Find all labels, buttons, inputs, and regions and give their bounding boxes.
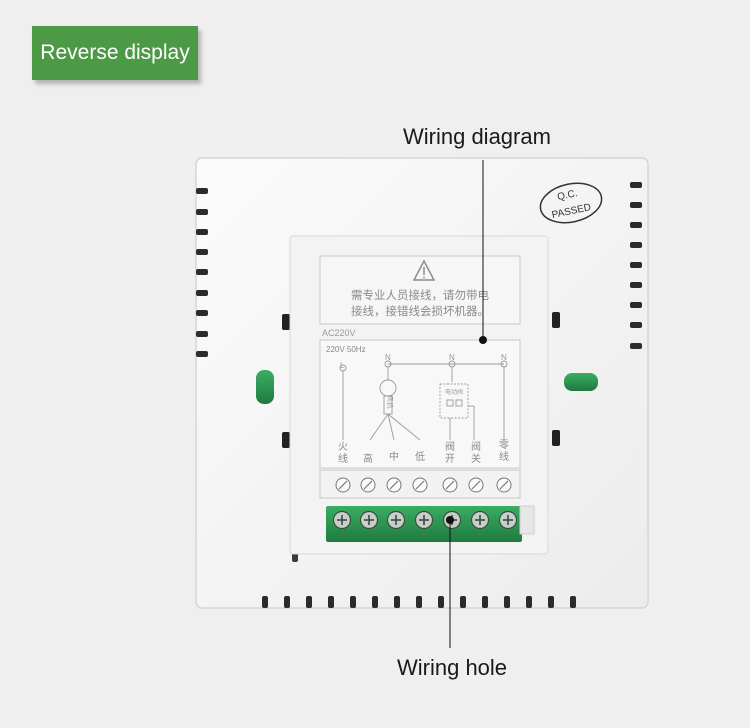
spec-label: 220V 50Hz — [326, 345, 366, 354]
valve-label: 电动阀 — [445, 388, 463, 396]
node-L: L — [340, 361, 345, 370]
warning-line1: 需专业人员接线，请勿带电 — [351, 288, 489, 302]
right-vent-slots — [630, 182, 642, 349]
terminal-1-line2: 线 — [338, 452, 348, 465]
terminal-3-line2: 中 — [389, 450, 399, 463]
terminal-5-line2: 开 — [445, 454, 455, 465]
terminal-1-line1: 火 — [338, 441, 348, 453]
terminal-5-line1: 阀 — [445, 440, 455, 453]
screw-label-strip — [319, 469, 521, 499]
wiring-diagram-dot — [479, 336, 487, 344]
node-N-1: N — [385, 353, 391, 362]
rating-label: AC220V — [322, 328, 356, 338]
wiring-diagram: 220V 50Hz L N — [319, 339, 521, 469]
bottom-vent-slots — [262, 596, 576, 608]
terminal-block — [326, 505, 535, 542]
terminal-7-line1: 零 — [499, 439, 509, 451]
node-N-3: N — [501, 353, 507, 362]
wiring-hole-dot — [446, 516, 454, 524]
terminal-4-line2: 低 — [415, 450, 425, 463]
wiring-diagram-callout: Wiring diagram — [403, 124, 551, 149]
terminal-6-line1: 阀 — [471, 440, 481, 453]
warning-sticker: 需专业人员接线，请勿带电 接线，接错线会损坏机器。 — [319, 255, 521, 325]
motor-label: 风机 — [386, 396, 395, 410]
panel-clips — [282, 312, 560, 448]
reverse-display-badge: Reverse display — [32, 26, 198, 80]
left-clip — [256, 370, 274, 404]
warning-icon — [412, 259, 436, 281]
node-N-2: N — [449, 353, 455, 362]
terminal-2-line2: 高 — [363, 452, 373, 465]
terminal-7-line2: 线 — [499, 450, 509, 463]
stamp-line1: Q.C. — [556, 188, 578, 203]
right-clip — [564, 373, 598, 391]
badge-label: Reverse display — [40, 41, 190, 64]
terminal-6-line2: 关 — [471, 452, 481, 465]
left-vent-slots — [196, 188, 208, 357]
wiring-hole-callout: Wiring hole — [397, 655, 508, 680]
warning-line2: 接线，接错线会损坏机器。 — [351, 304, 489, 318]
